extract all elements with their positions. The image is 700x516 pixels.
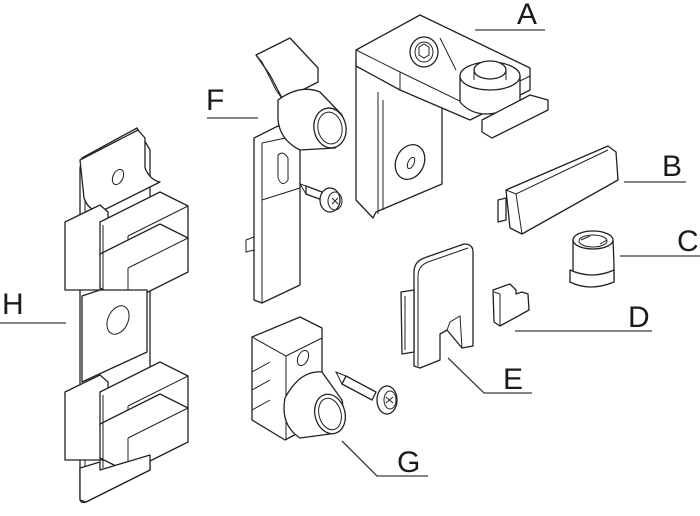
label-f: F [206,84,224,117]
leader-line-e [447,357,532,394]
label-h: H [2,288,24,321]
label-e: E [503,363,523,396]
part-c [569,230,615,288]
part-d [492,283,530,327]
leader-line-g [341,440,428,477]
part-h [64,127,189,504]
label-c: C [677,225,699,258]
label-b: B [662,150,682,183]
part-f [245,37,347,304]
label-d: D [628,301,650,334]
label-a: A [517,0,537,31]
part-e [400,243,474,369]
label-g: G [397,446,420,479]
screw-icon [334,371,398,415]
screw-icon [298,183,343,213]
part-a [355,14,549,219]
part-b [497,145,619,235]
part-g [251,316,398,441]
